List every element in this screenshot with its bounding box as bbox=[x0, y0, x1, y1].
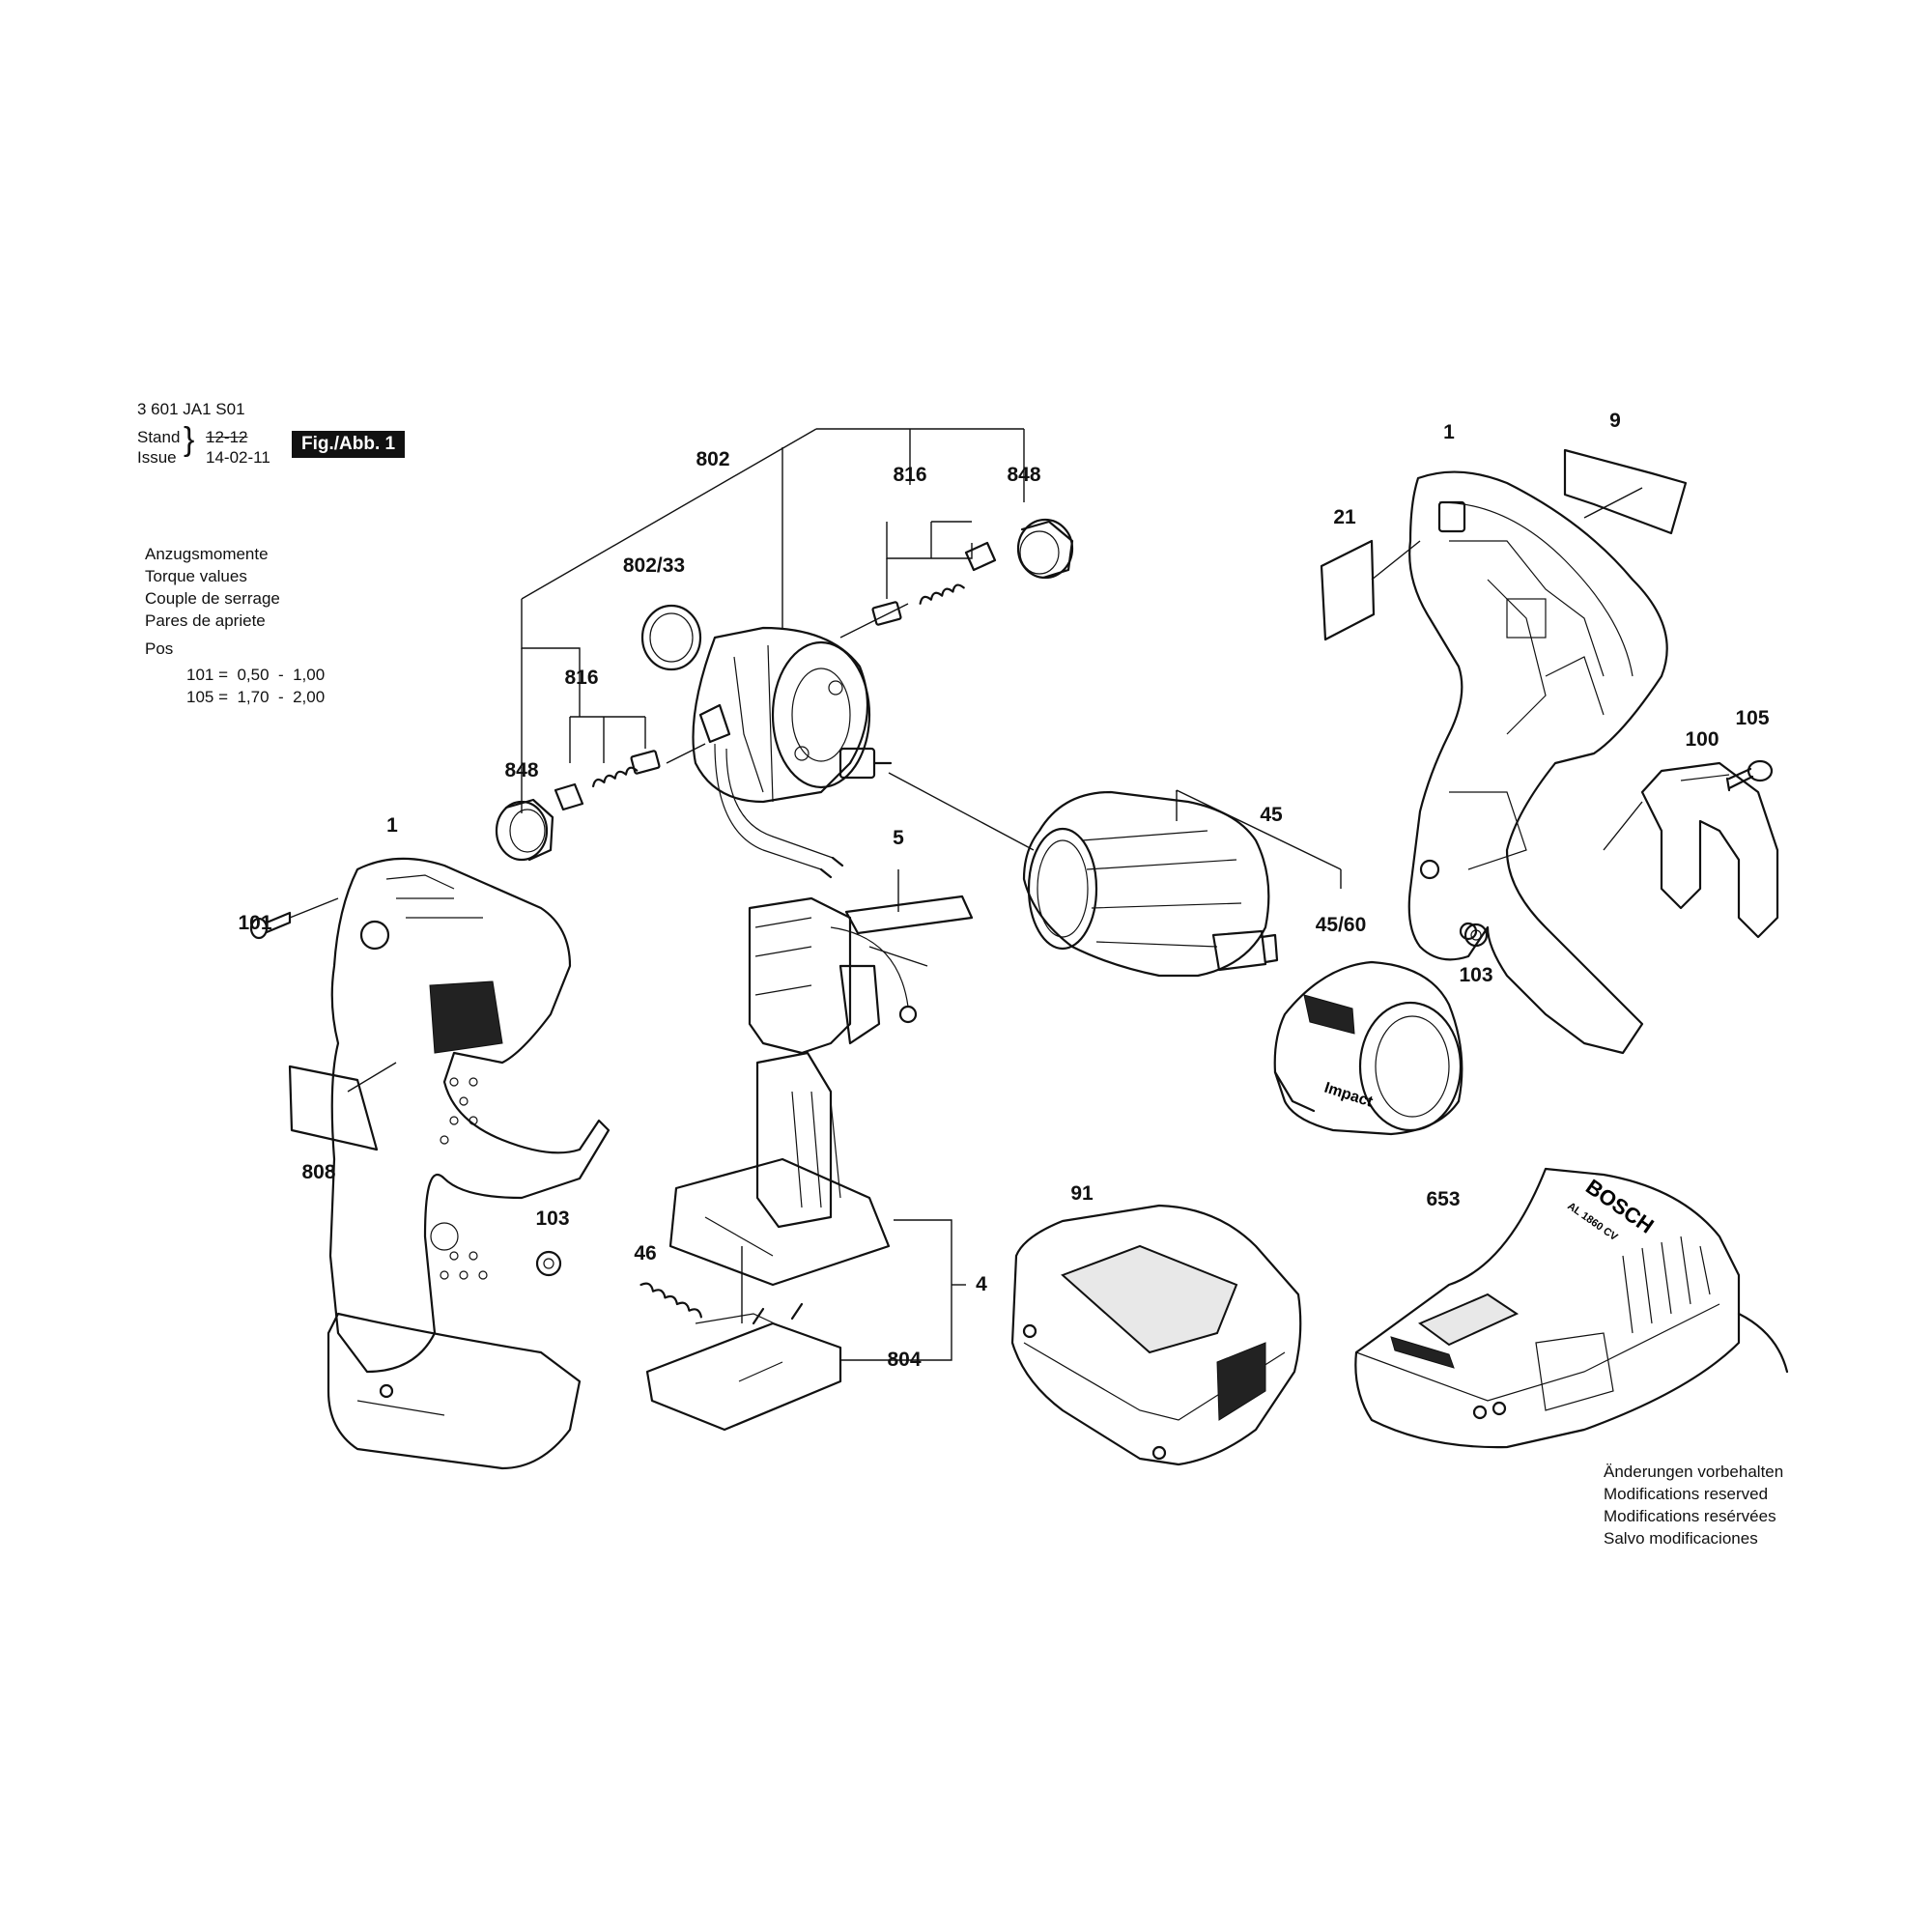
callout-816-left: 816 bbox=[564, 667, 599, 689]
callout-802: 802 bbox=[696, 448, 730, 470]
callout-100: 100 bbox=[1685, 728, 1719, 751]
housing-shell-right bbox=[1407, 470, 1668, 1055]
nut-part bbox=[535, 1250, 562, 1277]
end-cap-part bbox=[495, 798, 554, 862]
nut-part bbox=[1463, 923, 1489, 948]
torque-heading-fr: Couple de serrage bbox=[145, 589, 280, 608]
torque-row: 105 = 1,70 - 2,00 bbox=[186, 688, 326, 706]
callout-804: 804 bbox=[887, 1349, 922, 1371]
callout-101: 101 bbox=[238, 912, 272, 934]
callout-808: 808 bbox=[301, 1161, 336, 1183]
issue-value: 14-02-11 bbox=[206, 448, 270, 467]
screw-part bbox=[1725, 759, 1774, 792]
note-line-en: Modifications reserved bbox=[1604, 1485, 1769, 1503]
switch-module-part bbox=[668, 896, 918, 1287]
battery-plate-part bbox=[645, 1302, 842, 1432]
callout-103-left: 103 bbox=[535, 1208, 570, 1230]
callout-4: 4 bbox=[976, 1273, 987, 1295]
callout-105: 105 bbox=[1735, 707, 1770, 729]
torque-heading-de: Anzugsmomente bbox=[145, 545, 269, 563]
callout-91: 91 bbox=[1070, 1182, 1094, 1205]
callout-45: 45 bbox=[1260, 804, 1283, 826]
note-line-es: Salvo modificaciones bbox=[1604, 1529, 1758, 1548]
screw-part bbox=[249, 911, 292, 940]
torque-row: 101 = 0,50 - 1,00 bbox=[186, 666, 326, 684]
impact-cover-part: Impact bbox=[1273, 960, 1463, 1136]
callout-1-left: 1 bbox=[386, 814, 398, 837]
label-plate-part bbox=[1320, 539, 1376, 641]
issue-label: Issue bbox=[137, 448, 177, 467]
cover-label-text: Impact bbox=[1322, 1080, 1376, 1111]
charger-part: BOSCH AL 1860 CV bbox=[1354, 1167, 1789, 1449]
document-number: 3 601 JA1 S01 bbox=[137, 400, 245, 418]
end-cap-part bbox=[1016, 518, 1074, 580]
callout-1-right: 1 bbox=[1443, 421, 1455, 443]
stand-value-struck: 12-12 bbox=[206, 428, 248, 446]
brace-symbol: } bbox=[184, 421, 195, 458]
torque-heading-en: Torque values bbox=[145, 567, 247, 585]
torque-pos-label: Pos bbox=[145, 639, 174, 658]
callout-9: 9 bbox=[1609, 410, 1621, 432]
torque-heading-es: Pares de apriete bbox=[145, 611, 266, 630]
spring-part bbox=[639, 1282, 702, 1319]
belt-clip-part bbox=[1640, 761, 1779, 939]
callout-848-top: 848 bbox=[1007, 464, 1041, 486]
o-ring-part bbox=[640, 604, 702, 671]
motor-part bbox=[692, 626, 893, 879]
battery-pack-part bbox=[1010, 1204, 1302, 1466]
callout-816-top: 816 bbox=[893, 464, 927, 486]
callout-103-right: 103 bbox=[1459, 964, 1493, 986]
callout-45-60: 45/60 bbox=[1315, 914, 1367, 936]
callout-5: 5 bbox=[893, 827, 904, 849]
leader-lines-motor-group bbox=[521, 428, 1025, 813]
figure-badge: Fig./Abb. 1 bbox=[292, 431, 406, 458]
callout-21: 21 bbox=[1333, 506, 1356, 528]
note-line-de: Änderungen vorbehalten bbox=[1604, 1463, 1784, 1481]
brush-holder-set bbox=[554, 750, 661, 811]
stand-label: Stand bbox=[137, 428, 181, 446]
gear-housing-part bbox=[1022, 790, 1279, 978]
housing-shell-left bbox=[327, 857, 611, 1470]
callout-46: 46 bbox=[634, 1242, 657, 1264]
modifications-note: Änderungen vorbehalten Modifications res… bbox=[1604, 1461, 1783, 1549]
note-line-fr: Modifications resérvées bbox=[1604, 1507, 1776, 1525]
callout-802-33: 802/33 bbox=[622, 554, 686, 577]
label-plate-part bbox=[1563, 448, 1688, 535]
callout-653: 653 bbox=[1426, 1188, 1461, 1210]
label-plate-part bbox=[288, 1065, 379, 1151]
callout-848-left: 848 bbox=[504, 759, 539, 781]
label-plate-part bbox=[844, 895, 974, 935]
torque-values-block: Anzugsmomente Torque values Couple de se… bbox=[145, 543, 325, 708]
brush-holder-set bbox=[871, 541, 997, 626]
